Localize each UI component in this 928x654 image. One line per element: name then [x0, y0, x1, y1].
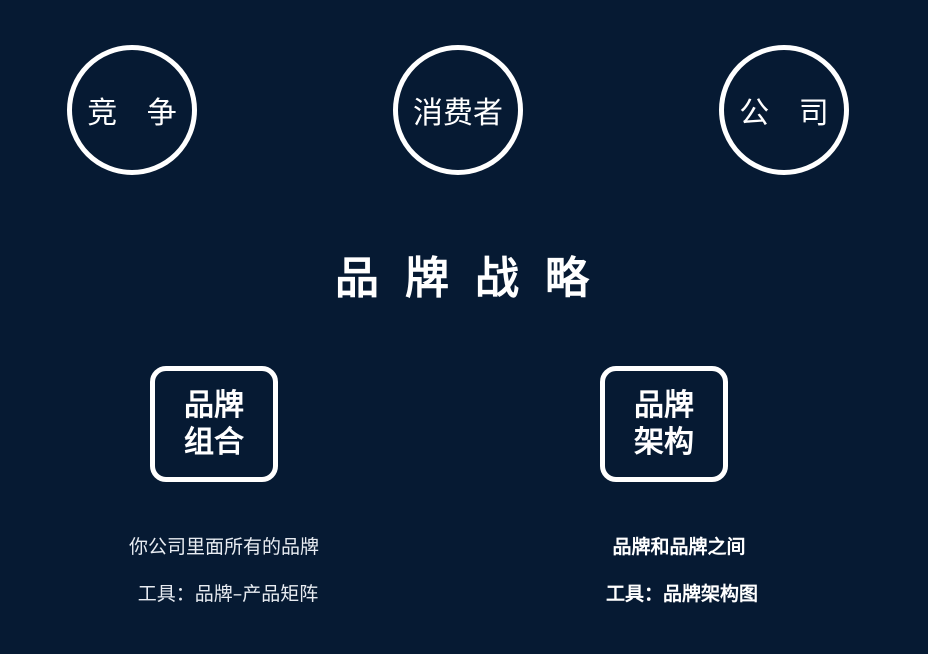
- brand-architecture-description: 品牌和品牌之间: [612, 536, 746, 558]
- brand-portfolio-line2: 组合: [184, 425, 244, 460]
- brand-portfolio-line1: 品牌: [184, 388, 244, 423]
- brand-portfolio-description: 你公司里面所有的品牌: [128, 536, 319, 558]
- company-label: 公 司: [739, 96, 839, 131]
- consumer-circle: 消费者: [393, 45, 523, 175]
- brand-portfolio-tool: 工具：品牌–产品矩阵: [137, 583, 319, 605]
- brand-architecture-box: 品牌 架构: [600, 366, 728, 482]
- brand-architecture-tool: 工具：品牌架构图: [605, 583, 758, 605]
- consumer-label: 消费者: [413, 96, 503, 131]
- competition-label: 竞 争: [87, 96, 187, 131]
- company-circle: 公 司: [719, 45, 849, 175]
- competition-circle: 竞 争: [67, 45, 197, 175]
- page-title: 品牌战略: [335, 253, 615, 304]
- brand-portfolio-box: 品牌 组合: [150, 366, 278, 482]
- brand-architecture-line2: 架构: [634, 425, 694, 460]
- brand-architecture-line1: 品牌: [634, 388, 694, 423]
